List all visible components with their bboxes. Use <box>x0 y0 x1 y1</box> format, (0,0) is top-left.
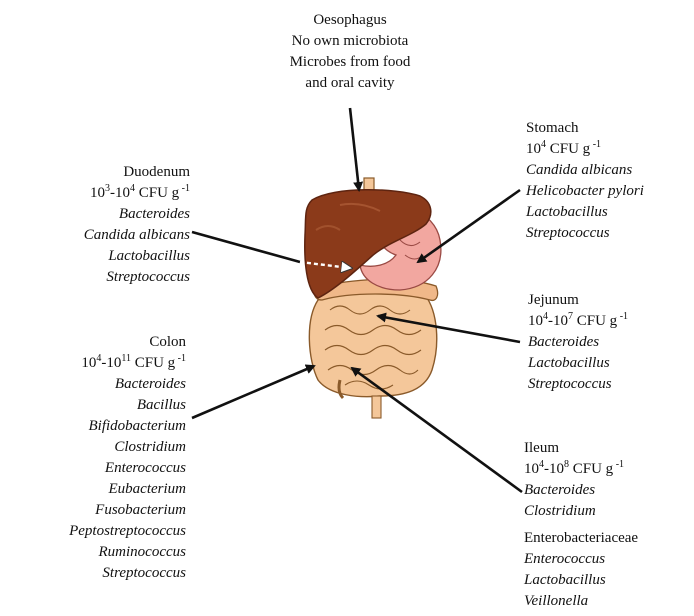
stomach-microbe: Streptococcus <box>526 223 644 244</box>
jejunum-count: 104-107 CFU g -1 <box>528 311 628 332</box>
stomach-microbe: Candida albicans <box>526 160 644 181</box>
stomach-microbe: Helicobacter pylori <box>526 181 644 202</box>
colon-microbe: Peptostreptococcus <box>0 521 186 542</box>
oesophagus-line: and oral cavity <box>255 73 445 94</box>
arrow-oesophagus <box>350 108 359 190</box>
colon-microbe: Bacillus <box>0 395 186 416</box>
colon-microbe: Eubacterium <box>0 479 186 500</box>
oesophagus-line: Microbes from food <box>255 52 445 73</box>
colon-microbe: Bacteroides <box>0 374 186 395</box>
duodenum-name: Duodenum <box>0 162 190 183</box>
ileum-name: Ileum <box>524 438 638 459</box>
colon-microbe: Bifidobacterium <box>0 416 186 437</box>
colon-microbe: Enterococcus <box>0 458 186 479</box>
stomach-count: 104 CFU g -1 <box>526 139 644 160</box>
ileum-microbe: Bacteroides <box>524 480 638 501</box>
oesophagus-label: Oesophagus No own microbiota Microbes fr… <box>255 10 445 94</box>
jejunum-name: Jejunum <box>528 290 628 311</box>
jejunum-microbe: Bacteroides <box>528 332 628 353</box>
oesophagus-name: Oesophagus <box>255 10 445 31</box>
ileum-microbe: Enterococcus <box>524 549 638 570</box>
stomach-label: Stomach 104 CFU g -1 Candida albicans He… <box>526 118 644 244</box>
stomach-microbe: Lactobacillus <box>526 202 644 223</box>
ileum-label: Ileum 104-108 CFU g -1 Bacteroides Clost… <box>524 438 638 612</box>
stomach-name: Stomach <box>526 118 644 139</box>
jejunum-microbe: Lactobacillus <box>528 353 628 374</box>
arrow-ileum <box>352 368 522 492</box>
ileum-microbe: Veillonella <box>524 591 638 612</box>
oesophagus-line: No own microbiota <box>255 31 445 52</box>
arrow-duodenum <box>192 232 300 262</box>
colon-microbe: Fusobacterium <box>0 500 186 521</box>
colon-name: Colon <box>0 332 186 353</box>
colon-microbe: Clostridium <box>0 437 186 458</box>
ileum-count: 104-108 CFU g -1 <box>524 459 638 480</box>
duodenum-label: Duodenum 103-104 CFU g -1 Bacteroides Ca… <box>0 162 190 288</box>
duodenum-count: 103-104 CFU g -1 <box>0 183 190 204</box>
colon-microbe: Streptococcus <box>0 563 186 584</box>
colon-microbe: Ruminococcus <box>0 542 186 563</box>
duodenum-microbe: Bacteroides <box>0 204 190 225</box>
duodenum-microbe: Streptococcus <box>0 267 190 288</box>
duodenum-microbe: Lactobacillus <box>0 246 190 267</box>
ileum-microbe: Lactobacillus <box>524 570 638 591</box>
colon-label: Colon 104-1011 CFU g -1 Bacteroides Baci… <box>0 332 186 584</box>
jejunum-label: Jejunum 104-107 CFU g -1 Bacteroides Lac… <box>528 290 628 395</box>
intestines <box>309 279 437 418</box>
ileum-microbe: Clostridium <box>524 501 638 522</box>
jejunum-microbe: Streptococcus <box>528 374 628 395</box>
arrow-colon <box>192 366 314 418</box>
duodenum-microbe: Candida albicans <box>0 225 190 246</box>
ileum-family: Enterobacteriaceae <box>524 528 638 549</box>
colon-count: 104-1011 CFU g -1 <box>0 353 186 374</box>
